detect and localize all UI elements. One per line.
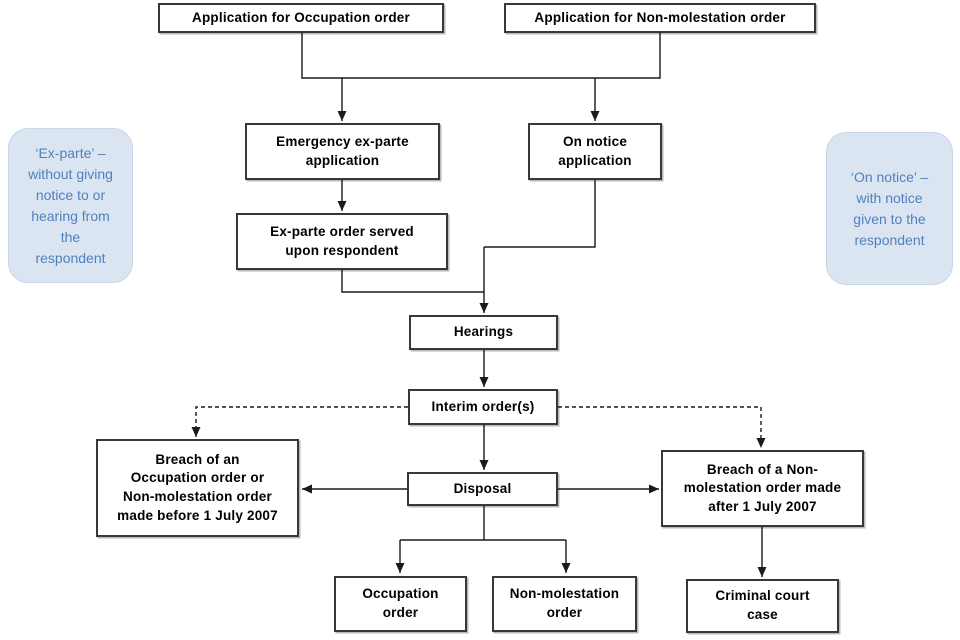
dashed-arrow-interim-to-breach-after xyxy=(558,406,766,448)
node-hearings: Hearings xyxy=(409,315,558,350)
connector-applications-merge xyxy=(301,33,661,79)
node-emergency-ex-parte-application: Emergency ex-parte application xyxy=(245,123,440,180)
node-disposal: Disposal xyxy=(407,472,558,506)
dashed-arrow-interim-to-breach-before xyxy=(191,406,408,437)
node-breach-before-july-2007: Breach of an Occupation order or Non-mol… xyxy=(96,439,299,537)
node-application-for-non-molestation-order: Application for Non-molestation order xyxy=(504,3,816,33)
node-criminal-court-case: Criminal court case xyxy=(686,579,839,633)
connector-disposal-split xyxy=(400,506,566,541)
node-breach-after-july-2007: Breach of a Non- molestation order made … xyxy=(661,450,864,527)
connector-on-notice-to-junction xyxy=(484,180,596,248)
node-occupation-order: Occupation order xyxy=(334,576,467,632)
node-application-for-occupation-order: Application for Occupation order xyxy=(158,3,444,33)
node-non-molestation-order: Non-molestation order xyxy=(492,576,637,632)
callout-on-notice-definition: ‘On notice’ – with notice given to the r… xyxy=(826,132,953,285)
node-on-notice-application: On notice application xyxy=(528,123,662,180)
node-interim-orders: Interim order(s) xyxy=(408,389,558,425)
connector-served-to-junction xyxy=(341,270,484,293)
callout-ex-parte-definition: ‘Ex-parte’ – without giving notice to or… xyxy=(8,128,133,283)
node-ex-parte-order-served: Ex-parte order served upon respondent xyxy=(236,213,448,270)
